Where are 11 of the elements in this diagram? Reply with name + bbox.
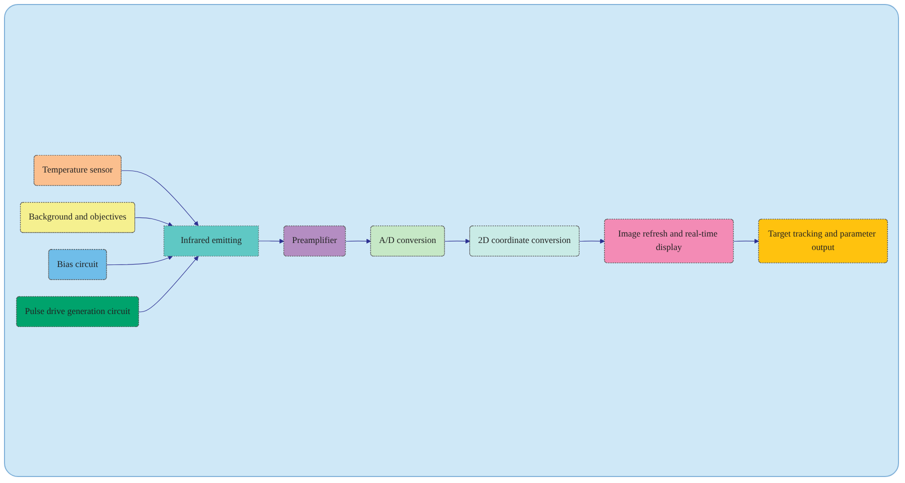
arrow — [578, 238, 604, 244]
arrow — [134, 216, 172, 226]
arrow — [444, 238, 470, 244]
arrow — [120, 170, 198, 226]
panel-background: Temperature sensor Background and objectives Infrared emitting Preamplifier A/D conversion Target tracking and parameter output Bias circuit Pulse drive generation circuit 2D coordinate conversion Image refresh and real-time display — [4, 4, 899, 477]
arrow — [106, 254, 172, 265]
node-box — [163, 225, 258, 256]
arrow — [732, 238, 759, 244]
arrow — [344, 238, 371, 244]
arrow — [138, 255, 198, 312]
arrow — [258, 238, 284, 244]
